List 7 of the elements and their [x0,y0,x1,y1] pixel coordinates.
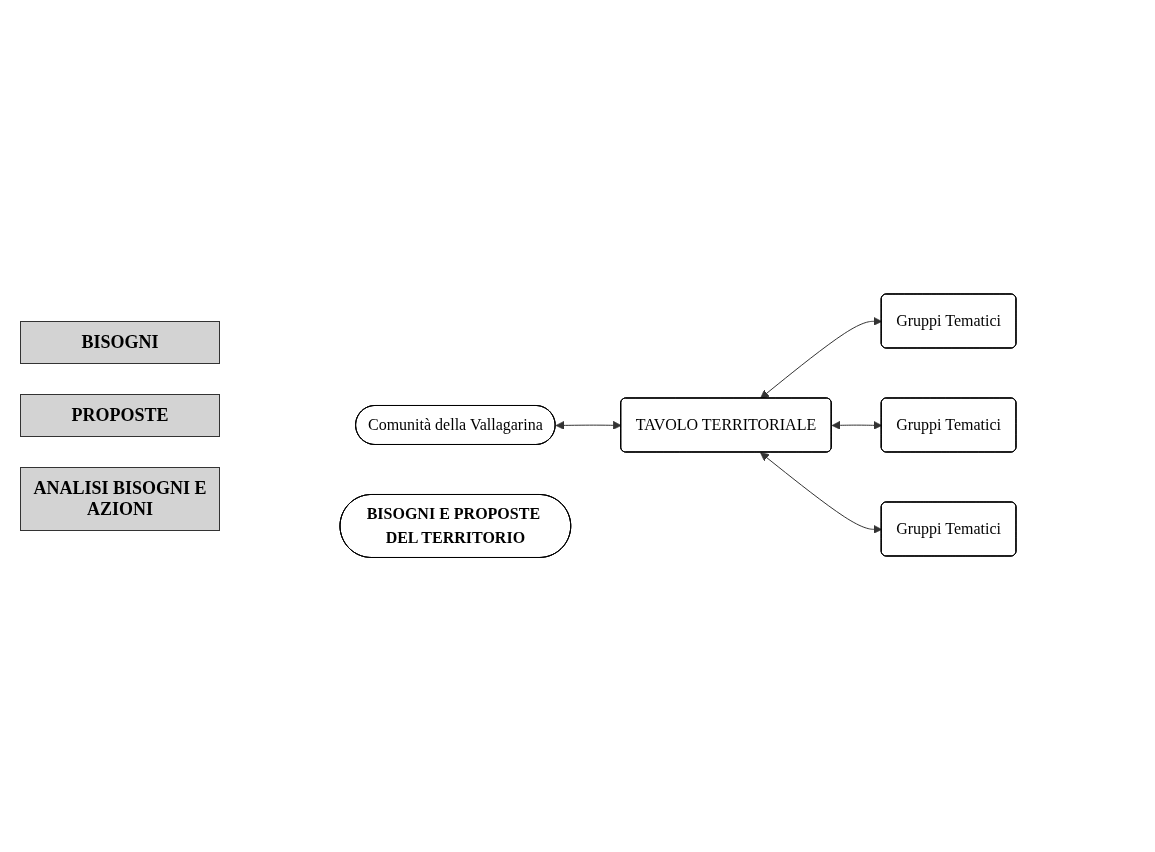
arrow [831,421,882,430]
arrow [759,317,882,399]
arrow [759,452,882,534]
arrow-label: BISOGNI [20,321,220,364]
arrow-label: PROPOSTE [20,394,220,437]
arrow [555,421,622,431]
arrow-label: ANALISI BISOGNI E AZIONI [20,467,220,531]
